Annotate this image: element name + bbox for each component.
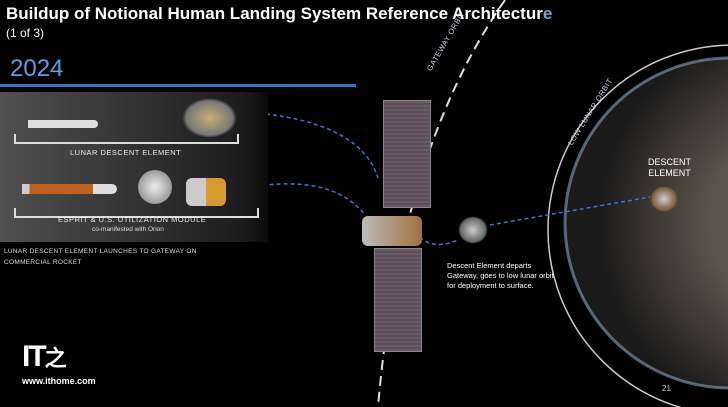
gateway-solar-array-bottom xyxy=(374,248,422,352)
launch-panel: LUNAR DESCENT ELEMENT ESPRIT & U.S. UTIL… xyxy=(0,92,268,242)
departs-caption: Descent Element departs Gateway, goes to… xyxy=(447,261,554,290)
arrow-lander-to-gateway xyxy=(244,111,379,179)
bracket xyxy=(14,134,239,144)
lander-icon xyxy=(182,98,237,138)
rocket-icon xyxy=(28,120,98,128)
moon-image xyxy=(563,56,728,390)
low-lunar-orbit-ring xyxy=(547,44,728,407)
esprit-module-icon xyxy=(186,178,226,206)
gateway-solar-array-top xyxy=(383,100,431,208)
page-title: Buildup of Notional Human Landing System… xyxy=(6,4,553,23)
lunar-descent-label: LUNAR DESCENT ELEMENT xyxy=(70,148,182,157)
year-divider xyxy=(0,84,356,87)
orion-icon xyxy=(138,170,172,204)
bracket xyxy=(14,208,259,218)
watermark-url: www.ithome.com xyxy=(22,376,96,386)
page-subtitle: (1 of 3) xyxy=(6,26,45,40)
esprit-sublabel: co-manifested with Orion xyxy=(92,226,164,233)
gateway-station-icon xyxy=(362,216,422,246)
lander-on-surface-icon xyxy=(650,186,678,212)
lander-in-orbit-icon xyxy=(458,216,488,244)
ithome-watermark: IT之 www.ithome.com xyxy=(22,340,96,386)
year-label: 2024 xyxy=(10,55,64,82)
sls-rocket-icon xyxy=(22,184,117,194)
page-number: 21 xyxy=(662,384,671,393)
ithome-logo: IT之 xyxy=(22,340,67,373)
launch-caption: LUNAR DESCENT ELEMENT LAUNCHES TO GATEWA… xyxy=(4,248,197,266)
esprit-label: ESPRIT & U.S. UTILIZATION MODULE xyxy=(58,215,207,224)
arrow-lander-to-surface xyxy=(489,196,651,226)
